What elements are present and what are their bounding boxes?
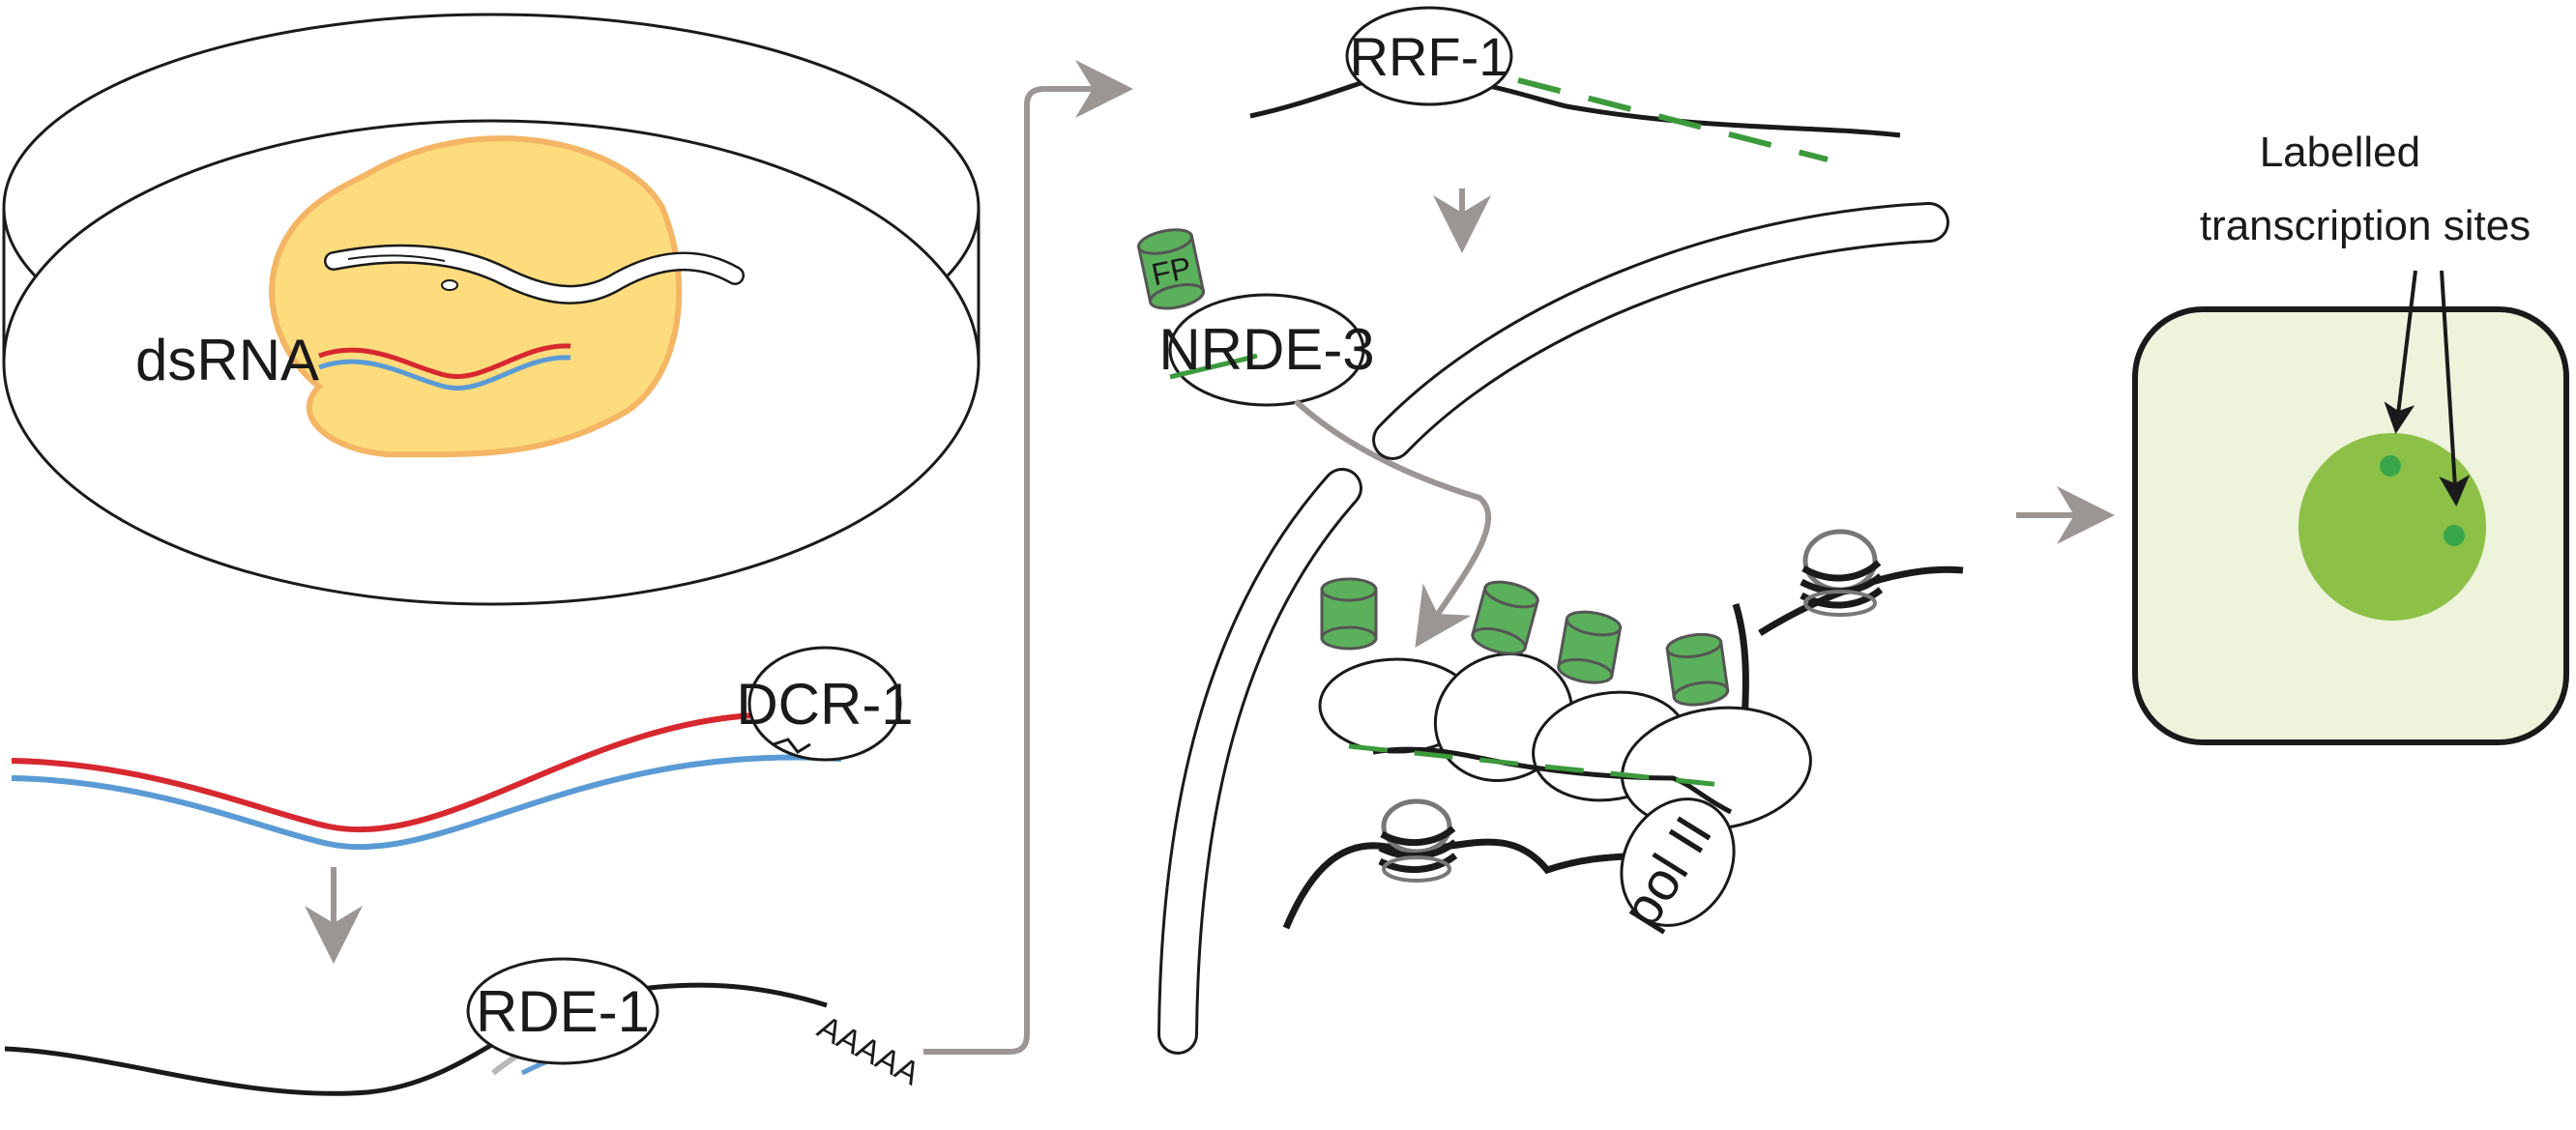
dsrna-antisense-strand [318,355,571,391]
dcr1-step: DCR-1 [11,646,914,964]
chromatin-complex: pol II [1282,529,1964,938]
dcr1-cleavage-notch [773,738,811,754]
dsrna-label: dsRNA [135,328,319,392]
rde1-protein [466,957,659,1065]
fp-cylinder-1 [1320,577,1378,651]
nrde3-complex: FP NRDE-3 [1136,228,1492,648]
fp-tag: FP [1136,228,1206,310]
worm [324,244,745,304]
transcription-sites-label: Labelled transcription sites [2200,129,2531,249]
rrf1-template-rna [1249,74,1901,138]
nrde3-bound-sirna [1169,353,1258,380]
nucleosome-upper [1800,529,1884,617]
nrde3-label: NRDE-3 [1158,317,1374,382]
rrf1-step: RRF-1 [1249,6,1901,253]
nuclear-envelope [1157,202,1949,1055]
dsrna-sense-strand [318,343,571,379]
fp-cylinder-2 [1471,580,1539,655]
long-dsrna-sense [11,712,755,833]
dcr1-protein [747,646,902,762]
secondary-sirna [1517,77,1829,162]
nucleosome-lower [1378,798,1458,883]
bacterial-lawn [269,135,683,458]
rrf1-label: RRF-1 [1350,26,1509,87]
rde1-label: RDE-1 [476,979,650,1044]
long-dsrna-antisense [11,754,842,851]
target-mrna [4,982,828,1096]
nrde3-protein [1168,293,1365,407]
pol2-protein [1620,797,1736,927]
flow-arrow-to-rrf1 [923,60,1133,1055]
fp-label: FP [1149,249,1194,292]
flow-arrow-nrde3-to-chromatin [1293,398,1492,648]
pointer-arrow-1 [2384,270,2417,434]
nuclear-envelope-upper [1372,202,1949,460]
rrf1-protein [1345,6,1513,106]
transcription-site-1 [2380,455,2401,477]
rde1-step: RDE-1 AAAAA [4,957,925,1096]
fp-cylinder-4 [1665,632,1730,707]
dcr1-label: DCR-1 [736,672,913,737]
dna-strand [1282,838,1665,930]
cell-readout: Labelled transcription sites [2132,129,2569,745]
pointer-arrow-2 [2439,270,2471,507]
polya-tail: AAAAA [811,1009,925,1093]
fp-cylinder-3 [1557,610,1623,684]
nascent-rna [1372,746,1733,815]
transcription-site-2 [2444,525,2465,546]
petri-dish: dsRNA [2,13,981,606]
